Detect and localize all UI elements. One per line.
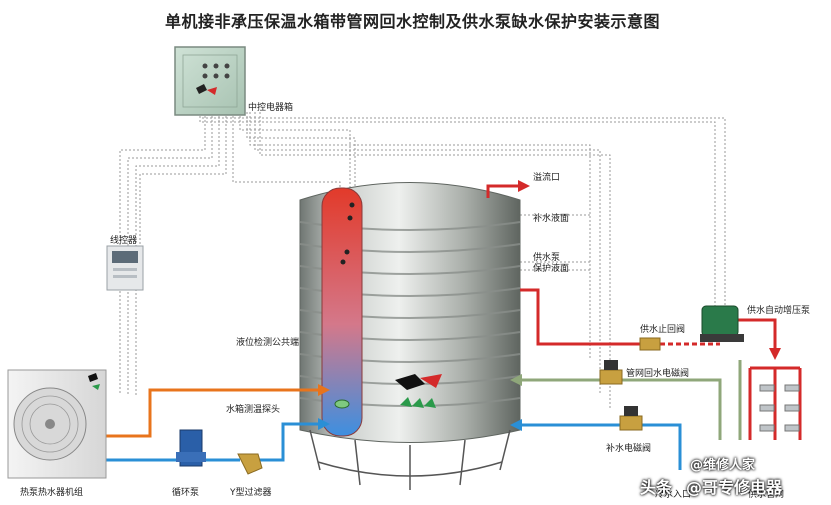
label-protect-level: 保护液面	[533, 264, 570, 274]
label-overflow: 溢流口	[533, 173, 561, 183]
heat-pump-unit	[7, 369, 107, 479]
label-temp-probe: 水箱测温探头	[226, 405, 281, 415]
diagram-title: 单机接非承压保温水箱带管网回水控制及供水泵缺水保护安装示意图	[165, 12, 661, 31]
label-return-solenoid: 管网回水电磁阀	[626, 369, 690, 379]
label-wire-controller: 线控器	[110, 236, 138, 246]
watermark-right: @哥专修电器	[686, 478, 783, 497]
label-supply-pump: 供水泵	[533, 253, 561, 263]
label-cold-inlet: 冷水入口	[655, 490, 692, 500]
label-circ-pump: 循环泵	[172, 488, 200, 498]
wire-controller	[106, 245, 144, 291]
return-solenoid-valve	[599, 360, 623, 385]
label-y-filter: Y型过滤器	[230, 488, 272, 498]
label-makeup-level: 补水液面	[533, 214, 570, 224]
label-auto-booster-pump: 供水自动增压泵	[747, 306, 811, 316]
watermark-left: 头条	[640, 478, 673, 497]
label-supply-check-valve: 供水止回阀	[640, 325, 686, 335]
pipes	[105, 180, 802, 470]
label-heat-pump-unit: 热泵热水器机组	[20, 488, 84, 498]
check-valve	[639, 337, 661, 351]
circulation-pump	[176, 429, 206, 467]
makeup-solenoid-valve	[619, 406, 643, 431]
y-filter	[237, 453, 263, 475]
level-detection-tube	[321, 187, 363, 437]
control-box	[174, 46, 246, 116]
label-level-common: 液位检测公共端	[236, 338, 300, 348]
tank-logo-icon	[395, 374, 442, 408]
booster-pump	[700, 305, 744, 342]
label-makeup-solenoid: 补水电磁阀	[606, 444, 652, 454]
faucets	[759, 384, 800, 432]
watermark-middle: @维修人家	[690, 458, 756, 473]
label-control-box: 中控电器箱	[248, 103, 294, 113]
brand-logo-icon	[196, 84, 217, 95]
label-supply-network: 供水管网	[748, 490, 785, 500]
